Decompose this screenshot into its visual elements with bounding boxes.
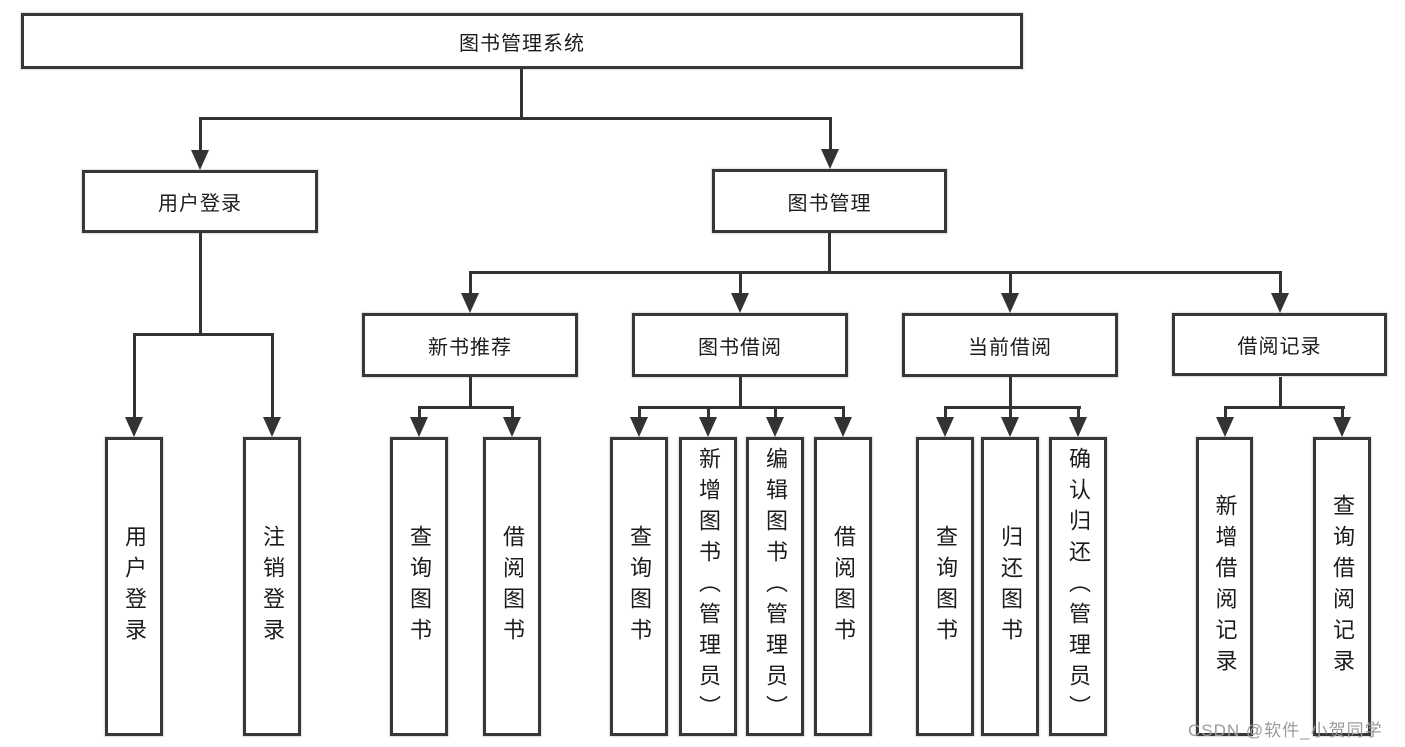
arrowhead-icon (699, 417, 717, 437)
arrowhead-icon (1216, 417, 1234, 437)
connector-to-leaf (707, 406, 710, 418)
leaf-label: 查询图书 (627, 524, 652, 649)
connector-book-branch (469, 271, 1282, 274)
connector-root-stem (520, 69, 523, 119)
connector-to-leaf (511, 406, 514, 418)
node-book-management: 图书管理 (712, 169, 947, 233)
connector-to-leaf (1077, 406, 1080, 418)
arrowhead-icon (503, 417, 521, 437)
connector-module-branch (638, 406, 845, 409)
leaf-label: 查询图书 (933, 524, 958, 649)
node-leaf-confirm-return-admin: 确认归还（管理员） (1049, 437, 1107, 736)
arrowhead-icon (1001, 417, 1019, 437)
connector-module-stem (1279, 377, 1282, 408)
arrowhead-icon (191, 150, 209, 170)
node-module-borrow-records: 借阅记录 (1172, 313, 1387, 376)
connector-user-branch (133, 333, 274, 336)
csdn-watermark: CSDN @软件_小贺同学 (1188, 721, 1383, 740)
connector-to-leaf (1341, 406, 1344, 418)
node-module-current-borrow: 当前借阅 (902, 313, 1118, 377)
arrowhead-icon (125, 417, 143, 437)
connector-module-stem (1009, 377, 1012, 408)
node-leaf-query-book-2: 查询图书 (610, 437, 668, 736)
connector-module-branch (944, 406, 1081, 409)
arrowhead-icon (834, 417, 852, 437)
leaf-label: 借阅图书 (500, 524, 525, 649)
connector-module-branch (1224, 406, 1345, 409)
connector-to-leaf (1224, 406, 1227, 418)
connector-to-leaf (133, 333, 136, 418)
connector-module-stem (469, 377, 472, 408)
node-leaf-query-book-1: 查询图书 (390, 437, 448, 736)
node-system-root: 图书管理系统 (21, 13, 1023, 69)
node-leaf-edit-book-admin: 编辑图书（管理员） (746, 437, 804, 736)
leaf-label: 查询借阅记录 (1330, 493, 1355, 680)
connector-module-branch (418, 406, 514, 409)
leaf-label: 查询图书 (407, 524, 432, 649)
arrowhead-icon (410, 417, 428, 437)
connector-to-leaf (638, 406, 641, 418)
connector-to-leaf (418, 406, 421, 418)
connector-to-user (199, 117, 202, 151)
connector-to-leaf (271, 333, 274, 418)
arrowhead-icon (630, 417, 648, 437)
connector-module-stem (739, 377, 742, 408)
arrowhead-icon (731, 293, 749, 313)
node-leaf-return-book: 归还图书 (981, 437, 1039, 736)
node-leaf-borrow-book-1: 借阅图书 (483, 437, 541, 736)
connector-to-leaf (774, 406, 777, 418)
connector-root-branch (199, 117, 832, 120)
connector-to-module (469, 271, 472, 295)
node-user-login-group: 用户登录 (82, 170, 318, 233)
connector-book-stem (828, 233, 831, 273)
leaf-label: 确认归还（管理员） (1066, 447, 1091, 726)
arrowhead-icon (1069, 417, 1087, 437)
connector-to-book (829, 117, 832, 151)
arrowhead-icon (1333, 417, 1351, 437)
leaf-label: 编辑图书（管理员） (763, 447, 788, 726)
arrowhead-icon (1271, 293, 1289, 313)
node-leaf-add-book-admin: 新增图书（管理员） (679, 437, 737, 736)
connector-to-module (739, 271, 742, 295)
node-leaf-user-login: 用户登录 (105, 437, 163, 736)
connector-to-leaf (944, 406, 947, 418)
node-leaf-add-borrow-record: 新增借阅记录 (1196, 437, 1253, 736)
leaf-label: 注销登录 (260, 524, 285, 649)
connector-user-stem (199, 233, 202, 335)
arrowhead-icon (766, 417, 784, 437)
node-module-new-book-recommend: 新书推荐 (362, 313, 578, 377)
connector-to-module (1009, 271, 1012, 295)
node-module-book-borrow: 图书借阅 (632, 313, 848, 377)
node-leaf-query-book-3: 查询图书 (916, 437, 974, 736)
arrowhead-icon (263, 417, 281, 437)
arrowhead-icon (1001, 293, 1019, 313)
leaf-label: 新增图书（管理员） (696, 447, 721, 726)
connector-to-module (1279, 271, 1282, 295)
arrowhead-icon (461, 293, 479, 313)
leaf-label: 借阅图书 (831, 524, 856, 649)
node-leaf-logout: 注销登录 (243, 437, 301, 736)
leaf-label: 用户登录 (122, 524, 147, 649)
node-leaf-borrow-book-2: 借阅图书 (814, 437, 872, 736)
node-leaf-query-borrow-record: 查询借阅记录 (1313, 437, 1371, 736)
connector-to-leaf (1009, 406, 1012, 418)
connector-to-leaf (842, 406, 845, 418)
leaf-label: 新增借阅记录 (1212, 493, 1238, 680)
leaf-label: 归还图书 (998, 524, 1023, 649)
arrowhead-icon (821, 149, 839, 169)
arrowhead-icon (936, 417, 954, 437)
